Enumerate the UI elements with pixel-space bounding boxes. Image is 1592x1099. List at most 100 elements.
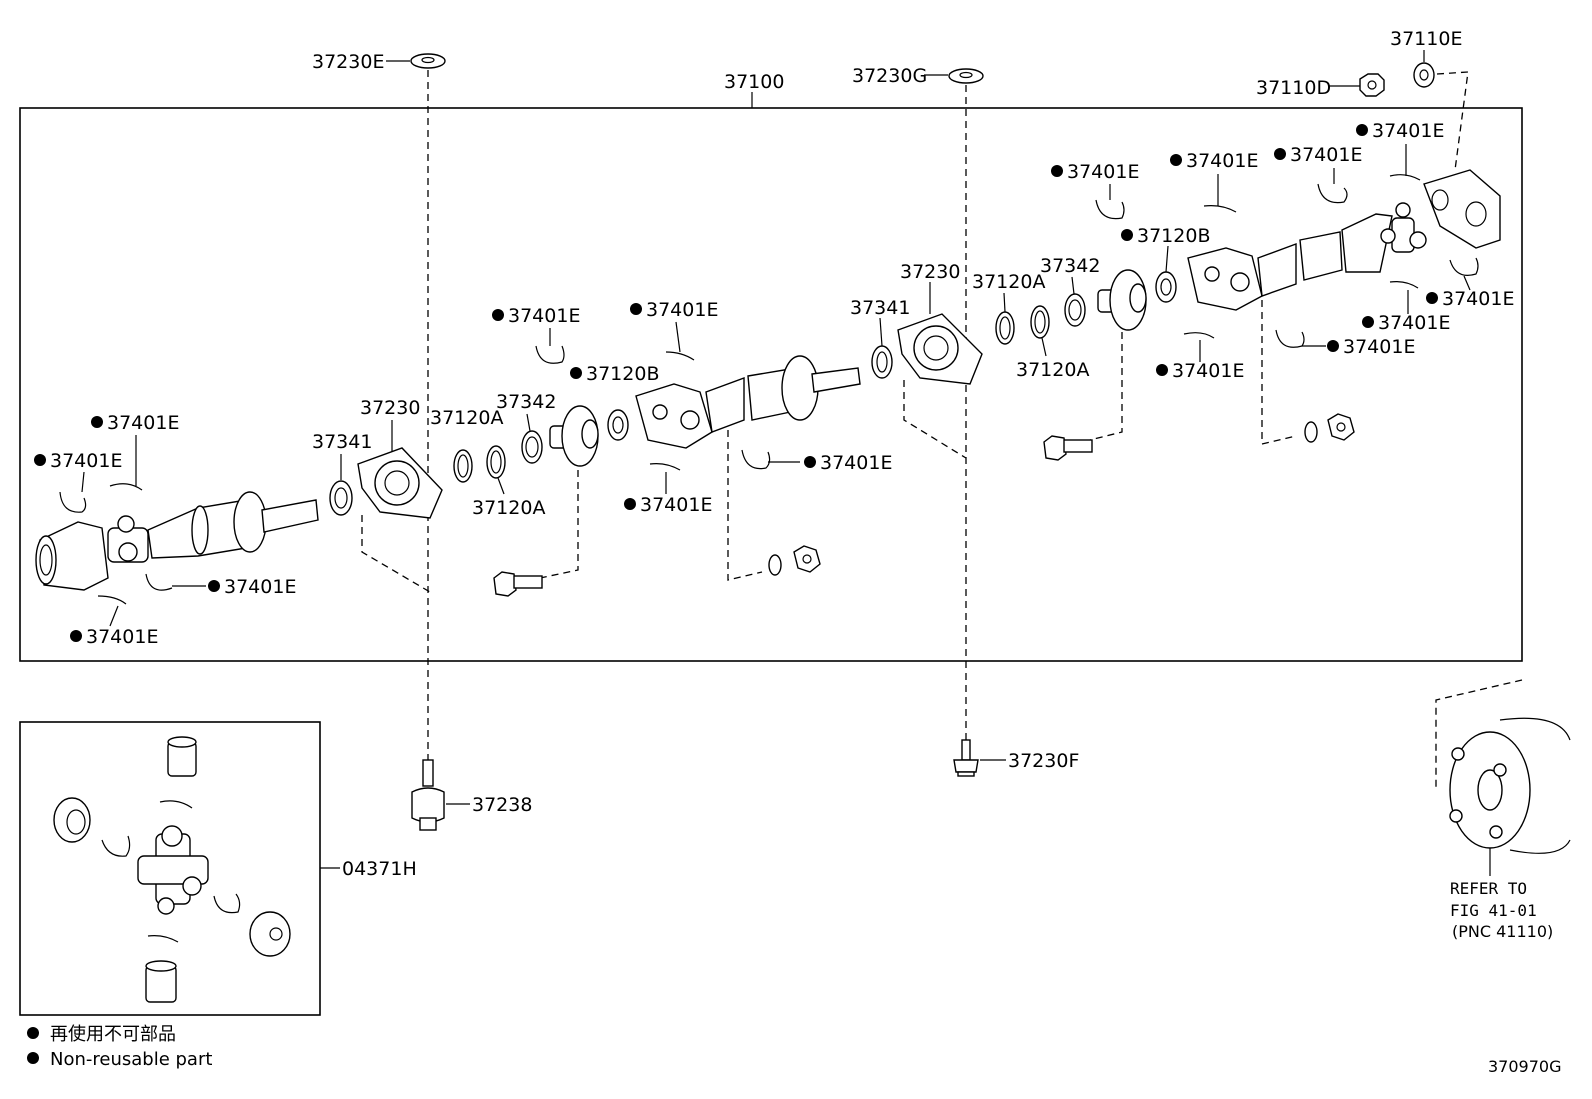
washer-37110e	[1413, 62, 1435, 88]
label-37401e-10: 37401E	[1186, 150, 1258, 172]
label-37401e-8: 37401E	[820, 452, 892, 474]
bullet-37120b-left	[570, 367, 582, 379]
label-37401e-2: 37401E	[107, 412, 179, 434]
center-bearing-right	[897, 313, 983, 385]
leader-37341-right	[879, 317, 883, 347]
dash-rear-flange	[1435, 679, 1523, 790]
front-spider	[107, 515, 149, 563]
bullet-37401e-11	[1274, 148, 1286, 160]
label-37401e-1: 37401E	[50, 450, 122, 472]
rear-spider	[1380, 202, 1427, 253]
bullet-37401e-9	[1051, 165, 1063, 177]
dash-flange-right	[1089, 332, 1123, 441]
bullet-37401e-10	[1170, 154, 1182, 166]
snap-ring-leaders	[81, 144, 1471, 627]
label-37342-right: 37342	[1040, 255, 1100, 277]
bullet-37401e-14	[1362, 316, 1374, 328]
bullet-37401e-7	[624, 498, 636, 510]
label-assembly: 37100	[724, 71, 784, 93]
dash-bearing-right	[903, 380, 967, 459]
label-37230e: 37230E	[312, 51, 384, 73]
label-37110d: 37110D	[1256, 77, 1331, 99]
washer-37120b-left	[607, 409, 629, 441]
nut-small-right	[1327, 413, 1355, 441]
label-37401e-12: 37401E	[1372, 120, 1444, 142]
dust-deflector-right	[871, 345, 893, 379]
dash-flange-left	[539, 470, 579, 579]
front-shaft-tube	[147, 491, 319, 559]
center-bearing-left	[357, 447, 443, 519]
nut-small-left	[793, 545, 821, 573]
label-37401e-6: 37401E	[646, 299, 718, 321]
washer-37120a-left-2	[486, 445, 506, 479]
leader-37342-left	[526, 413, 531, 432]
bullet-37401e-13	[1426, 292, 1438, 304]
bullet-37401e-12	[1356, 124, 1368, 136]
label-37401e-11: 37401E	[1290, 144, 1362, 166]
washer-37120a-left-1	[453, 449, 473, 483]
label-37401e-14: 37401E	[1378, 312, 1450, 334]
rear-joint	[1187, 247, 1263, 311]
bolt-left	[493, 571, 543, 597]
label-37401e-4: 37401E	[86, 626, 158, 648]
spacer-37342-right	[1064, 293, 1086, 327]
bullet-37401e-2	[91, 416, 103, 428]
leader-37342-right	[1071, 276, 1075, 295]
label-37230f: 37230F	[1008, 750, 1079, 772]
label-37341-right: 37341	[850, 297, 910, 319]
legend-japanese: 再使用不可部品	[50, 1024, 176, 1045]
dash-rear	[1261, 300, 1297, 445]
label-37401e-5: 37401E	[508, 305, 580, 327]
bullet-37401e-15	[1327, 340, 1339, 352]
rear-flange-yoke	[1423, 169, 1501, 249]
label-37401e-7: 37401E	[640, 494, 712, 516]
drawing-number: 370970G	[1488, 1057, 1561, 1076]
label-37230-left: 37230	[360, 397, 420, 419]
leader-37120a-left-2	[497, 477, 505, 495]
rear-shaft	[1257, 213, 1393, 297]
label-37401e-9: 37401E	[1067, 161, 1139, 183]
label-37342-left: 37342	[496, 391, 556, 413]
spacer-37342-left	[521, 430, 543, 464]
dust-deflector-left	[329, 480, 353, 516]
flange-plate-37230g	[948, 68, 984, 84]
label-37120a-right-1: 37120A	[972, 271, 1045, 293]
dash-37110e	[1436, 71, 1469, 171]
refer-line-2: FIG 41-01	[1450, 901, 1537, 920]
flange-plate-37230e	[410, 53, 446, 69]
dash-bearing-left	[361, 515, 431, 593]
leader-37120b-right	[1165, 245, 1169, 273]
spider-kit-parts	[53, 736, 291, 1003]
label-37341-left: 37341	[312, 431, 372, 453]
label-37120b-right: 37120B	[1137, 225, 1210, 247]
leader-37120a-right-1	[1003, 292, 1006, 313]
label-37230-right: 37230	[900, 261, 960, 283]
label-37230g: 37230G	[852, 65, 927, 87]
nut-37110d	[1359, 73, 1385, 97]
bullet-37401e-16	[1156, 364, 1168, 376]
mid-joint-left	[635, 383, 713, 449]
assembly-frame	[19, 107, 1523, 662]
bolt-37230f	[953, 739, 979, 777]
flange-right	[1097, 269, 1147, 331]
washer-small-right	[1304, 421, 1318, 443]
label-37110e: 37110E	[1390, 28, 1462, 50]
legend-bullet-jp	[27, 1027, 39, 1039]
label-37120a-right-2: 37120A	[1016, 359, 1089, 381]
washer-small-left	[768, 554, 782, 576]
label-37120a-left-2: 37120A	[472, 497, 545, 519]
flange-left	[549, 405, 599, 467]
label-37238: 37238	[472, 794, 532, 816]
bullet-37401e-6	[630, 303, 642, 315]
stud-37238	[411, 759, 445, 831]
front-yoke	[35, 521, 109, 591]
label-37120b-left: 37120B	[586, 363, 659, 385]
label-37401e-13: 37401E	[1442, 288, 1514, 310]
washer-37120a-right-2	[1030, 305, 1050, 339]
leader-37120a-right-2	[1041, 337, 1047, 357]
bullet-37401e-4	[70, 630, 82, 642]
bolt-right-inside	[1043, 435, 1093, 461]
bullet-37401e-3	[208, 580, 220, 592]
label-37401e-3: 37401E	[224, 576, 296, 598]
